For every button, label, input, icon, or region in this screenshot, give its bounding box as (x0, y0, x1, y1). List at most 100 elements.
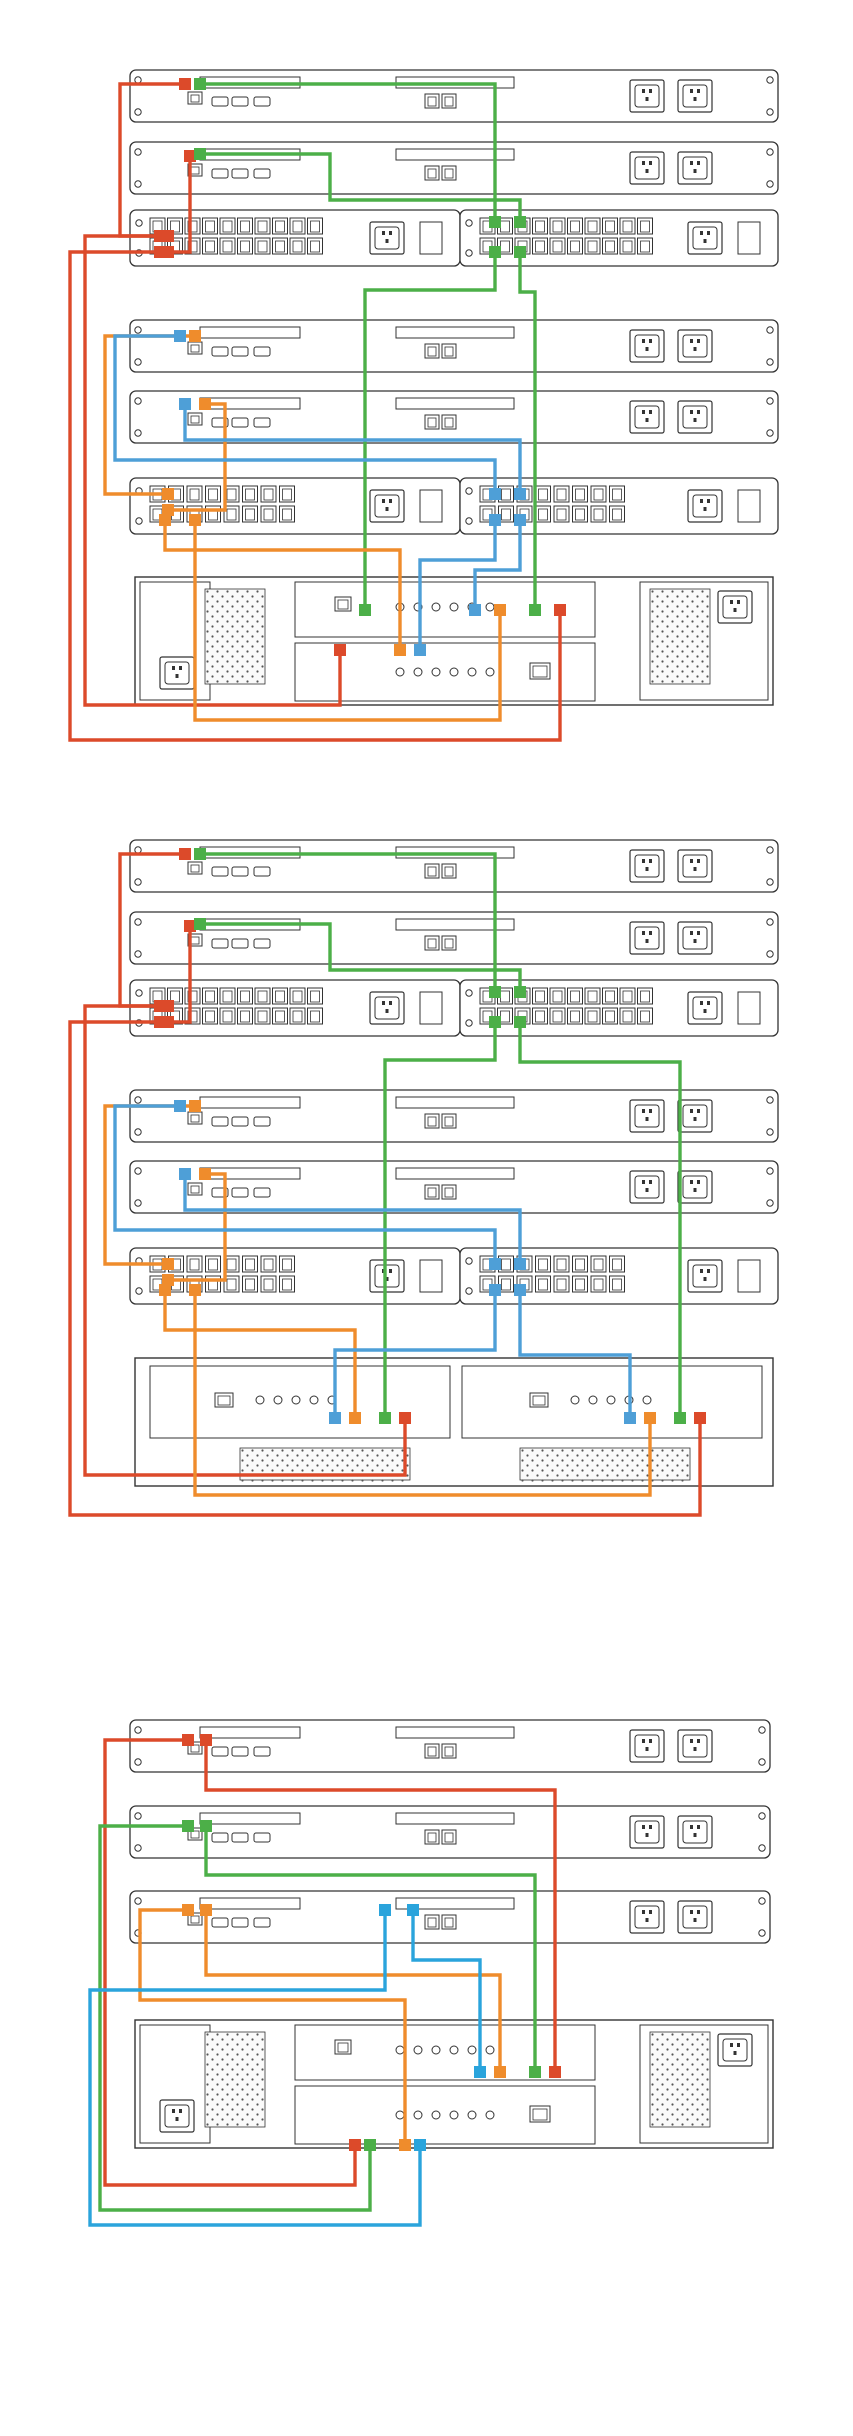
cable-connector (414, 644, 426, 656)
ethernet-port-icon (188, 862, 202, 874)
power-socket-icon (678, 850, 712, 882)
vga-port (254, 169, 270, 178)
ethernet-port-icon (591, 1276, 606, 1292)
cable-connector (189, 1100, 201, 1112)
cable-connector (694, 1412, 706, 1424)
led (486, 2111, 494, 2119)
power-socket-icon (630, 1730, 664, 1762)
ethernet-port-icon (550, 1008, 565, 1024)
cable-connector (189, 330, 201, 342)
power-socket-icon (630, 850, 664, 882)
cable-connector (182, 1904, 194, 1916)
ethernet-port-icon (290, 238, 305, 254)
ethernet-port-icon (238, 988, 253, 1004)
cable-connector (349, 1412, 361, 1424)
ethernet-port-icon (554, 506, 569, 522)
cabling-diagram-2 (70, 840, 778, 1515)
led (414, 2046, 422, 2054)
ethernet-port-icon (238, 1008, 253, 1024)
server-unit (130, 912, 778, 964)
switch-module (420, 1260, 442, 1292)
ethernet-port-icon (568, 1008, 583, 1024)
ethernet-port-icon (238, 238, 253, 254)
ethernet-port-icon (188, 1183, 202, 1195)
pcie-slot (396, 1097, 514, 1108)
ethernet-port-icon (203, 988, 218, 1004)
mount-screw (136, 1288, 142, 1294)
led (486, 603, 494, 611)
led (607, 1396, 615, 1404)
ethernet-port-icon (308, 238, 323, 254)
power-socket-icon (678, 1730, 712, 1762)
storage-controller-chassis (135, 577, 773, 705)
ethernet-port-icon (585, 238, 600, 254)
mount-screw (135, 1097, 141, 1103)
power-socket-icon (370, 222, 404, 254)
cable-connector (364, 2139, 376, 2151)
power-socket-icon (160, 2100, 194, 2132)
cable-connector (359, 604, 371, 616)
ethernet-port-icon (603, 218, 618, 234)
cable-connector (189, 1284, 201, 1296)
power-socket-icon (678, 1901, 712, 1933)
led (468, 2111, 476, 2119)
cable-connector (489, 216, 501, 228)
pcie-slot (396, 1168, 514, 1179)
pcie-slot (396, 1813, 514, 1824)
mount-screw (135, 327, 141, 333)
ethernet-port-icon (255, 218, 270, 234)
ethernet-port-icon (215, 1393, 233, 1407)
usb-port (212, 169, 228, 178)
ethernet-port-icon (220, 218, 235, 234)
switch-module (738, 490, 760, 522)
fan-grille-icon (205, 589, 265, 684)
mount-screw (767, 1200, 773, 1206)
led (486, 668, 494, 676)
mount-screw (135, 879, 141, 885)
cable-connector (200, 1904, 212, 1916)
cable-connector (189, 514, 201, 526)
ethernet-port-icon (425, 864, 439, 878)
mount-screw (767, 847, 773, 853)
power-socket-icon (630, 922, 664, 954)
ethernet-port-icon (573, 486, 588, 502)
ethernet-port-icon (533, 218, 548, 234)
led (396, 2111, 404, 2119)
power-socket-icon (630, 1901, 664, 1933)
ethernet-port-icon (638, 988, 653, 1004)
pcie-slot (200, 327, 300, 338)
ethernet-port-icon (620, 988, 635, 1004)
ethernet-port-icon (442, 415, 456, 429)
switch-module (738, 1260, 760, 1292)
switch-module (738, 992, 760, 1024)
ethernet-port-icon (261, 1256, 276, 1272)
led (310, 1396, 318, 1404)
ethernet-port-icon (290, 1008, 305, 1024)
led (589, 1396, 597, 1404)
server-unit (130, 391, 778, 443)
ethernet-port-icon (554, 1256, 569, 1272)
cable-connector (154, 230, 166, 242)
cable-connector (399, 2139, 411, 2151)
ethernet-port-icon (568, 988, 583, 1004)
cable-connector (529, 604, 541, 616)
network-switch (130, 478, 460, 534)
cable-connector (179, 398, 191, 410)
cable-connector (489, 514, 501, 526)
ethernet-port-icon (280, 1256, 295, 1272)
mount-screw (767, 359, 773, 365)
cable-connector (624, 1412, 636, 1424)
mount-screw (767, 181, 773, 187)
cable-connector (529, 2066, 541, 2078)
cable-connector (162, 488, 174, 500)
led (396, 668, 404, 676)
cable-connector (154, 246, 166, 258)
ethernet-port-icon (550, 988, 565, 1004)
ethernet-port-icon (573, 1256, 588, 1272)
cable (100, 1826, 370, 2210)
ethernet-port-icon (533, 1008, 548, 1024)
ethernet-port-icon (638, 1008, 653, 1024)
mount-screw (767, 77, 773, 83)
